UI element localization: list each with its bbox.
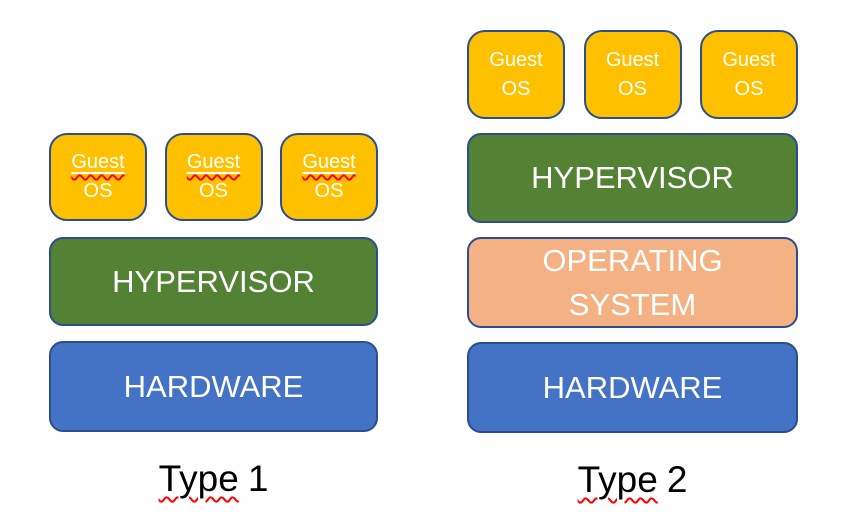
guest-os-line1: Guest	[605, 48, 660, 71]
hardware-layer: HARDWARE	[467, 342, 798, 433]
hardware-label: HARDWARE	[123, 368, 304, 404]
guest-os-line2: OS	[501, 77, 531, 100]
operating-system-label-line2: SYSTEM	[568, 286, 697, 322]
type2-guest-row: Guest OS Guest OS Guest OS	[467, 30, 798, 119]
type2-caption-word: Type	[577, 459, 658, 500]
guest-os-box: Guest OS	[49, 133, 147, 221]
guest-os-line2: OS	[199, 180, 228, 202]
type1-stack: Guest OS Guest OS Guest OS HYPERVISOR HA…	[49, 133, 378, 500]
guest-os-box: Guest OS	[467, 30, 565, 119]
guest-os-box: Guest OS	[700, 30, 798, 119]
guest-os-line1: Guest	[302, 151, 356, 173]
guest-os-box: Guest OS	[583, 30, 682, 119]
guest-os-line2: OS	[618, 77, 647, 100]
guest-os-line2: OS	[734, 77, 764, 100]
guest-os-box: Guest OS	[280, 133, 378, 221]
hypervisor-label: HYPERVISOR	[531, 160, 734, 195]
type1-caption-number: 1	[247, 458, 269, 499]
operating-system-label-line1: OPERATING	[542, 242, 723, 278]
hardware-label: HARDWARE	[542, 369, 723, 405]
guest-os-line1: Guest	[71, 151, 125, 173]
guest-os-line1: Guest	[489, 48, 543, 71]
hardware-layer: HARDWARE	[49, 341, 378, 432]
guest-os-line2: OS	[314, 180, 344, 202]
operating-system-layer: OPERATING SYSTEM	[467, 237, 798, 328]
hypervisor-layer: HYPERVISOR	[467, 133, 798, 223]
type1-guest-row: Guest OS Guest OS Guest OS	[49, 133, 378, 221]
type2-stack: Guest OS Guest OS Guest OS HYPERVISOR OP…	[467, 30, 798, 501]
type1-caption-word: Type	[158, 458, 239, 499]
guest-os-box: Guest OS	[164, 133, 263, 221]
guest-os-line1: Guest	[186, 151, 241, 173]
hypervisor-layer: HYPERVISOR	[49, 237, 378, 326]
hypervisor-label: HYPERVISOR	[112, 263, 315, 299]
guest-os-line1: Guest	[722, 48, 776, 71]
guest-os-line2: OS	[83, 180, 113, 202]
type2-caption-number: 2	[666, 459, 688, 500]
